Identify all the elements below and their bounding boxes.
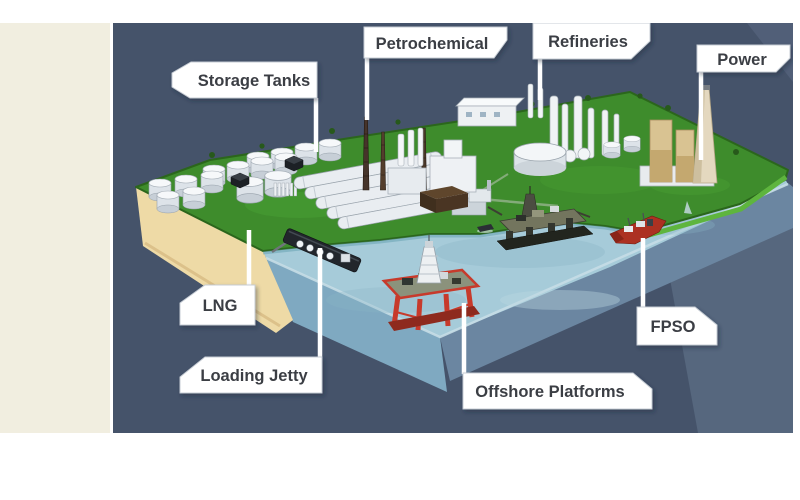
- left-margin-panel: [0, 23, 110, 433]
- fpso-ship: [609, 212, 667, 245]
- water-shading: [500, 290, 620, 310]
- callout-loading-jetty: [179, 356, 323, 394]
- small-boat: [477, 224, 494, 233]
- label-power: Power: [717, 51, 767, 69]
- label-loading-jetty: Loading Jetty: [200, 367, 308, 385]
- callout-lng: [179, 284, 256, 326]
- callout-petrochemical: [363, 26, 508, 59]
- offshore-platform-red: [381, 235, 481, 331]
- callout-fpso: [636, 306, 718, 346]
- label-lng: LNG: [203, 297, 238, 315]
- callout-power: [696, 44, 791, 73]
- offshore-platform-dark: [487, 186, 594, 251]
- leader-lines: [246, 58, 704, 374]
- label-refineries: Refineries: [548, 33, 628, 51]
- pipe-columns: [273, 182, 297, 197]
- label-fpso: FPSO: [651, 318, 696, 336]
- callout-offshore-platforms: [462, 372, 653, 410]
- crane-boom: [487, 206, 503, 216]
- callout-refineries: [532, 23, 651, 60]
- platform-deck: [499, 208, 587, 234]
- callout-storage-tanks: [171, 61, 318, 99]
- grass-patch: [540, 166, 660, 194]
- hull: [496, 225, 594, 251]
- shore-bevel: [641, 174, 788, 240]
- warehouse-roof: [420, 186, 468, 199]
- shallow-water: [262, 222, 641, 255]
- flare-tower: [380, 131, 386, 191]
- sea-block-left-face: [266, 258, 447, 392]
- petrochemical-plant: [362, 116, 477, 213]
- label-storage-tanks: Storage Tanks: [198, 72, 310, 90]
- scene: Storage Tanks Petrochemical Refineries P…: [113, 23, 793, 433]
- pontoon: [388, 306, 480, 331]
- water-shading: [435, 236, 605, 268]
- label-offshore-platforms: Offshore Platforms: [475, 383, 624, 401]
- refineries-area: [455, 83, 641, 176]
- trees: [209, 93, 739, 158]
- sea-edge-highlight: [265, 182, 789, 339]
- callout-boxes: [171, 23, 791, 410]
- storage-tanks-area: [148, 138, 342, 214]
- label-petrochemical: Petrochemical: [376, 35, 489, 53]
- sailboat: [684, 201, 692, 214]
- sea-surface: [263, 179, 788, 337]
- sea-block-right-face: [440, 183, 793, 381]
